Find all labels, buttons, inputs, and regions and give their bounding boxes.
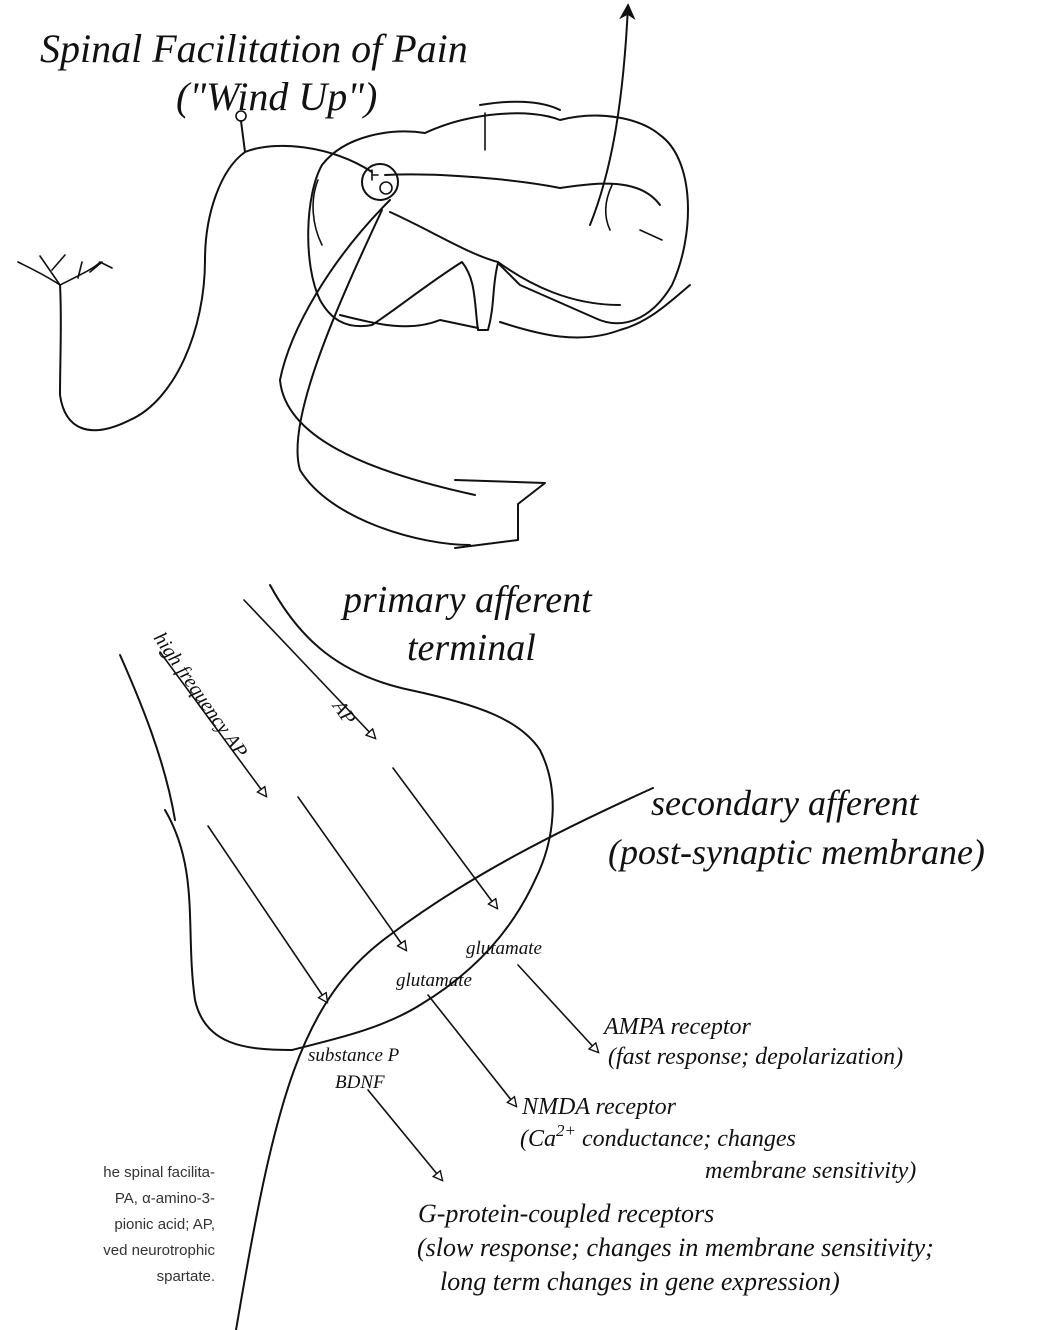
gpcr-description-2: long term changes in gene expression) xyxy=(440,1267,840,1296)
primary-afferent-label: primary afferent xyxy=(340,579,593,621)
glutamate-label-1: glutamate xyxy=(466,938,542,959)
caption-line-2: PA, α-amino-3- xyxy=(0,1186,215,1212)
primary-afferent-axon-left xyxy=(120,655,175,820)
zoom-arrow xyxy=(280,200,545,548)
substance-p-label: substance P xyxy=(308,1045,400,1066)
glutamate-release-arrow-2 xyxy=(298,797,406,950)
glutamate-label-2: glutamate xyxy=(396,970,472,991)
nmda-binding-arrow xyxy=(428,995,516,1106)
gpcr-label: G-protein-coupled receptors xyxy=(418,1199,714,1228)
secondary-afferent-label: secondary afferent xyxy=(651,783,920,823)
terminal-label: terminal xyxy=(407,627,536,669)
zoom-arrow-inner-stroke xyxy=(297,210,470,545)
free-nerve-endings xyxy=(18,255,112,285)
caption-line-3: pionic acid; AP, xyxy=(0,1212,215,1238)
nmda-desc-pre: (Ca xyxy=(520,1126,556,1152)
title-line-1: Spinal Facilitation of Pain xyxy=(40,26,468,71)
spinal-cord-top-contour xyxy=(480,102,560,110)
left-horn-mark xyxy=(313,180,322,245)
calcium-superscript: 2+ xyxy=(556,1121,576,1140)
synapse-detail xyxy=(372,170,378,180)
ap-label: AP xyxy=(327,695,360,729)
gpcr-description-1: (slow response; changes in membrane sens… xyxy=(417,1233,934,1262)
high-frequency-ap-label: high frequency AP xyxy=(149,628,252,762)
nmda-desc-post: conductance; changes xyxy=(576,1126,796,1152)
caption-line-5: spartate. xyxy=(0,1264,215,1290)
grey-matter-commissure xyxy=(390,212,620,305)
postsynaptic-membrane-label: (post-synaptic membrane) xyxy=(608,832,985,872)
bdnf-label: BDNF xyxy=(335,1072,385,1093)
primary-afferent-neuron xyxy=(18,111,372,430)
nmda-receptor-label: NMDA receptor xyxy=(521,1094,677,1120)
zoom-arrow-head xyxy=(455,480,545,548)
caption-line-1: he spinal facilita- xyxy=(0,1160,215,1186)
spinal-cord-cross-section xyxy=(308,102,690,338)
title-line-2: ("Wind Up") xyxy=(176,74,377,119)
central-process xyxy=(241,121,372,172)
grey-matter-dorsal-line xyxy=(385,174,660,205)
glutamate-release-arrow-1 xyxy=(393,768,497,908)
peripheral-axon xyxy=(60,152,245,430)
gpcr-binding-arrow xyxy=(368,1090,442,1180)
nmda-receptor-description-1: (Ca2+ conductance; changes xyxy=(520,1121,796,1152)
spinal-cord-outline xyxy=(308,113,688,330)
caption-line-4: ved neurotrophic xyxy=(0,1238,215,1264)
ampa-receptor-description: (fast response; depolarization) xyxy=(608,1044,903,1070)
ampa-binding-arrow xyxy=(518,965,598,1052)
nmda-receptor-description-2: membrane sensitivity) xyxy=(705,1158,916,1184)
substance-p-release-arrow xyxy=(208,826,327,1002)
right-horn-dash xyxy=(640,230,662,240)
ventral-horn-right xyxy=(500,285,690,338)
right-horn-mark xyxy=(606,185,612,230)
synapse-terminal xyxy=(380,182,392,194)
figure-caption-fragment: he spinal facilita- PA, α-amino-3- pioni… xyxy=(0,1160,215,1290)
ampa-receptor-label: AMPA receptor xyxy=(602,1014,752,1040)
